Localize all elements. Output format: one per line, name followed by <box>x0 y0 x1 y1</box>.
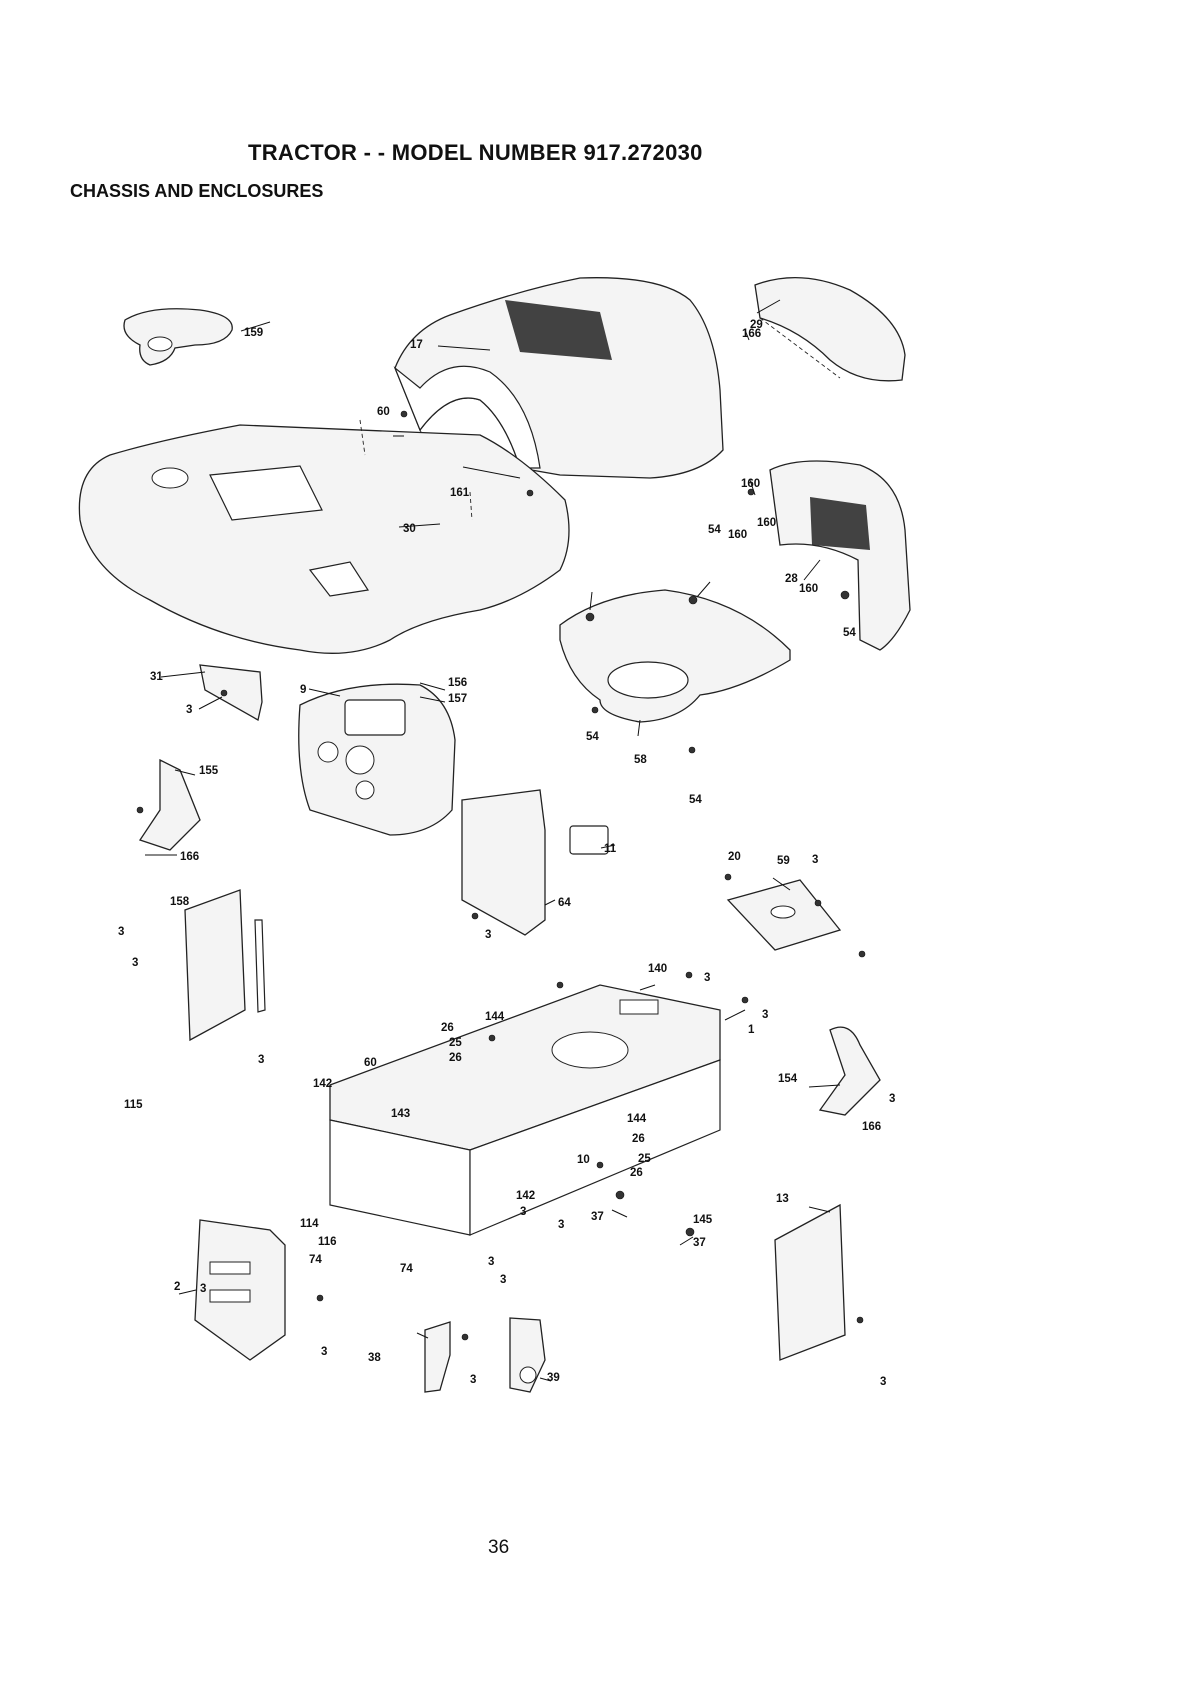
part-callout: 160 <box>728 529 747 541</box>
part-callout: 3 <box>132 957 138 969</box>
part-callout: 1 <box>748 1024 755 1036</box>
part-callout: 3 <box>762 1009 768 1021</box>
part-callout: 166 <box>180 851 199 863</box>
part-callout: 29 <box>750 319 763 331</box>
part-callout: 3 <box>704 972 710 984</box>
part-callout: 166 <box>862 1121 881 1133</box>
part-callout: 64 <box>558 897 571 909</box>
part-callout: 160 <box>757 517 776 529</box>
part-callout: 60 <box>364 1057 377 1069</box>
part-callout: 2 <box>174 1281 180 1293</box>
part-callout: 158 <box>170 896 190 908</box>
part-callout: 31 <box>150 671 163 683</box>
part-callout: 25 <box>449 1037 462 1049</box>
part-callout: 166 <box>742 328 761 340</box>
part-callout: 114 <box>300 1218 319 1230</box>
part-callout: 116 <box>318 1236 337 1248</box>
bracket-39 <box>509 1317 546 1393</box>
part-callout: 3 <box>880 1376 886 1388</box>
main-frame-1 <box>329 984 721 1236</box>
side-plate-13 <box>774 1203 846 1361</box>
part-callout: 3 <box>488 1256 494 1268</box>
part-callout: 3 <box>258 1054 264 1066</box>
part-callout: 156 <box>448 677 467 689</box>
part-callout: 144 <box>627 1113 647 1125</box>
part-callout: 154 <box>778 1073 798 1085</box>
part-callout: 3 <box>200 1283 206 1295</box>
bracket-155 <box>138 758 201 851</box>
dash-panel-9 <box>298 683 456 836</box>
part-callout: 3 <box>558 1219 564 1231</box>
part-callout: 60 <box>377 406 390 418</box>
part-callout: 30 <box>403 523 416 535</box>
part-callout: 26 <box>632 1133 645 1145</box>
part-callout: 142 <box>516 1190 535 1202</box>
fender-body-30 <box>78 419 570 654</box>
leader-lines <box>145 299 841 1382</box>
part-callout: 3 <box>321 1346 327 1358</box>
part-callout: 140 <box>648 963 667 975</box>
part-callout: 37 <box>693 1237 706 1249</box>
part-callout: 3 <box>485 929 491 941</box>
part-callout: 54 <box>689 794 702 806</box>
part-callout: 155 <box>199 765 219 777</box>
part-callout: 144 <box>485 1011 505 1023</box>
part-callout: 3 <box>520 1206 526 1218</box>
part-callout: 26 <box>449 1052 462 1064</box>
section-subtitle: CHASSIS AND ENCLOSURES <box>70 181 324 201</box>
part-callout: 26 <box>441 1022 454 1034</box>
hood-vent-grille <box>505 300 612 360</box>
part-callout: 28 <box>785 573 798 585</box>
part-callout: 59 <box>777 855 790 867</box>
page-number: 36 <box>488 1537 510 1558</box>
part-callout: 9 <box>300 684 306 696</box>
part-callout: 38 <box>368 1352 381 1364</box>
part-callout: 10 <box>577 1154 590 1166</box>
side-plate-11 <box>184 889 266 1042</box>
part-callout: 54 <box>843 627 856 639</box>
part-callout: 160 <box>799 583 818 595</box>
part-callout: 54 <box>708 524 721 536</box>
part-callout: 115 <box>124 1099 143 1111</box>
part-callout: 17 <box>410 339 423 351</box>
part-callout: 13 <box>776 1193 789 1205</box>
side-panel-29 <box>754 276 906 382</box>
grille-28 <box>769 460 911 651</box>
part-callout: 20 <box>728 851 741 863</box>
part-callout: 74 <box>400 1263 413 1275</box>
part-callout: 3 <box>118 926 124 938</box>
part-callout: 39 <box>547 1372 560 1384</box>
part-callout: 3 <box>812 854 818 866</box>
part-callout: 145 <box>693 1214 713 1226</box>
part-callout: 160 <box>741 478 760 490</box>
part-callout: 58 <box>634 754 647 766</box>
dash-support-64 <box>461 789 609 936</box>
part-callout: 142 <box>313 1078 332 1090</box>
page-title: TRACTOR - - MODEL NUMBER 917.272030 <box>248 140 703 165</box>
front-plate-2 <box>194 1219 286 1361</box>
part-callout: 159 <box>244 327 263 339</box>
seat-pan-159 <box>123 308 233 366</box>
part-callout: 3 <box>889 1093 895 1105</box>
part-callout: 157 <box>448 693 467 705</box>
bracket-38 <box>424 1321 451 1393</box>
fastener-set <box>136 410 866 1341</box>
console-tray-58 <box>559 589 791 723</box>
bracket-31 <box>199 664 263 721</box>
bracket-154 <box>818 1026 881 1116</box>
part-callout: 3 <box>186 704 192 716</box>
part-callout: 161 <box>450 487 470 499</box>
part-callout: 37 <box>591 1211 604 1223</box>
part-callout: 11 <box>604 843 617 855</box>
part-callout: 3 <box>470 1374 476 1386</box>
part-callout: 143 <box>391 1108 410 1120</box>
bracket-20 <box>726 879 842 951</box>
part-callout: 3 <box>500 1274 506 1286</box>
part-callout: 54 <box>586 731 599 743</box>
part-callout: 26 <box>630 1167 643 1179</box>
part-callout: 74 <box>309 1254 322 1266</box>
part-callout: 25 <box>638 1153 651 1165</box>
